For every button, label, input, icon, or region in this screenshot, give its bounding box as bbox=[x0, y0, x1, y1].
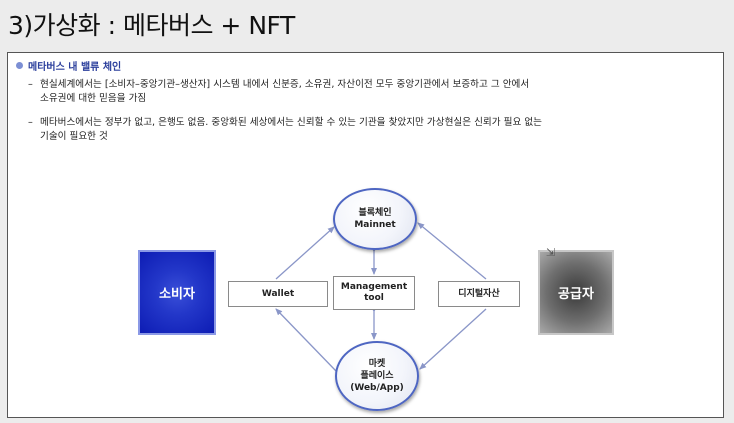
slide-content-panel: 메타버스 내 밸류 체인 –현실세계에서는 [소비자–중앙기관–생산자] 시스템… bbox=[7, 52, 724, 418]
blockchain-label: 블록체인 bbox=[358, 208, 392, 218]
bullet-1-line-2: 소유권에 대한 믿음을 가짐 bbox=[40, 93, 147, 104]
arrow-wallet-to-blockchain bbox=[275, 226, 335, 280]
marketplace-node: 마켓 플레이스 (Web/App) bbox=[335, 341, 419, 411]
section-heading: 메타버스 내 밸류 체인 bbox=[16, 58, 121, 73]
digital-asset-label: 디지털자산 bbox=[458, 288, 500, 299]
market-label-2: 플레이스 bbox=[360, 371, 394, 381]
dash-marker: – bbox=[28, 79, 33, 90]
market-label-1: 마켓 bbox=[368, 359, 386, 369]
supplier-box: 공급자 bbox=[538, 250, 614, 335]
slide-title: 3)가상화 : 메타버스 + NFT bbox=[8, 11, 295, 40]
arrow-digital-to-market bbox=[419, 308, 487, 370]
market-label-3: (Web/App) bbox=[350, 383, 404, 393]
mouse-cursor-icon: ⇲ bbox=[546, 246, 556, 259]
bullet-1-line-1: 현실세계에서는 [소비자–중앙기관–생산자] 시스템 내에서 신분증, 소유권,… bbox=[40, 79, 530, 90]
section-heading-text: 메타버스 내 밸류 체인 bbox=[28, 62, 122, 73]
bullet-2-line-1: 메타버스에서는 정부가 없고, 은행도 없음. 중앙화된 세상에서는 신뢰할 수… bbox=[40, 117, 542, 128]
tool-label: tool bbox=[364, 293, 384, 303]
arrow-market-to-wallet bbox=[275, 308, 337, 372]
management-tool-box: Management tool bbox=[333, 276, 415, 310]
consumer-box: 소비자 bbox=[138, 250, 216, 335]
arrow-digital-to-blockchain bbox=[417, 222, 487, 280]
blockchain-mainnet-node: 블록체인 Mainnet bbox=[333, 188, 417, 250]
bullet-paragraph-2: –메타버스에서는 정부가 없고, 은행도 없음. 중앙화된 세상에서는 신뢰할 … bbox=[28, 116, 708, 144]
management-label: Management bbox=[340, 282, 408, 292]
wallet-box: Wallet bbox=[228, 281, 328, 307]
value-chain-diagram-arrows bbox=[275, 222, 487, 372]
mainnet-label: Mainnet bbox=[354, 220, 396, 230]
consumer-label: 소비자 bbox=[159, 287, 195, 302]
dash-marker: – bbox=[28, 117, 33, 128]
bullet-dot-icon bbox=[16, 62, 23, 69]
bullet-2-line-2: 기술이 필요한 것 bbox=[40, 131, 108, 142]
bullet-paragraph-1: –현실세계에서는 [소비자–중앙기관–생산자] 시스템 내에서 신분증, 소유권… bbox=[28, 78, 708, 106]
wallet-label: Wallet bbox=[261, 288, 295, 299]
supplier-label: 공급자 bbox=[558, 287, 594, 302]
digital-asset-box: 디지털자산 bbox=[438, 281, 520, 307]
